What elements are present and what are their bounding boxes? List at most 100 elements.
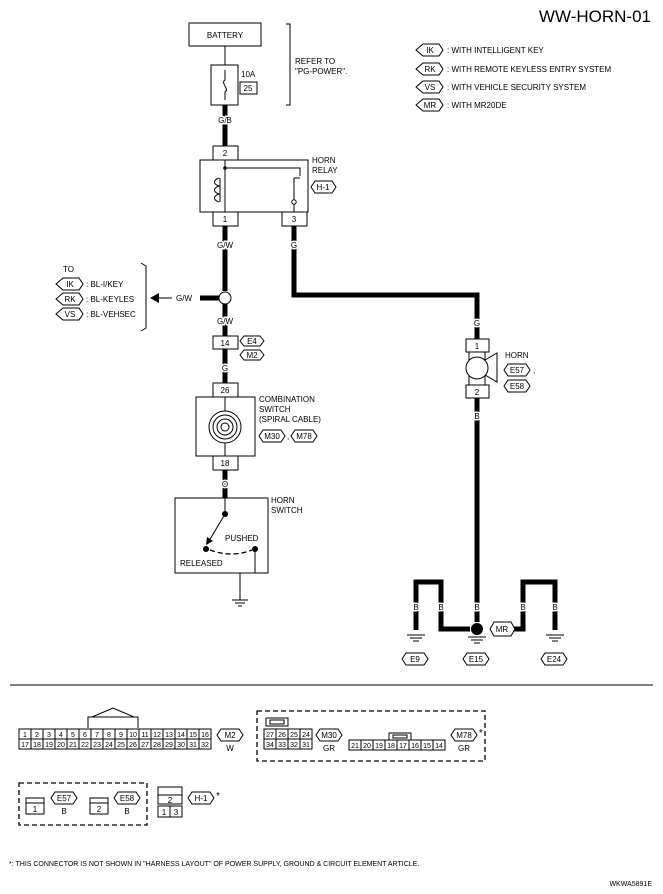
connector-pin: 26 (278, 732, 286, 739)
to-text: : BL-I/KEY (86, 280, 124, 289)
connector-pin: 14 (177, 732, 185, 739)
horn-name: HORN (505, 351, 529, 360)
e58-code: E58 (120, 794, 135, 803)
e58-color: B (124, 807, 129, 816)
comb-pin-top: 26 (221, 386, 230, 395)
connector-pin: 17 (21, 742, 29, 749)
connector-pin: 10 (129, 732, 137, 739)
splice-point (218, 291, 232, 305)
diagram-title: WW-HORN-01 (539, 7, 651, 26)
m2-code: M2 (224, 731, 236, 740)
to-tag: VS (65, 310, 76, 319)
wire-label-g-horn: G (474, 319, 480, 328)
connector-pin: 24 (302, 732, 310, 739)
e57-color: B (61, 807, 66, 816)
connector-pin: 20 (363, 743, 371, 750)
e57-code: E57 (57, 794, 72, 803)
comb-line3: (SPIRAL CABLE) (259, 415, 321, 424)
h1-star: * (216, 791, 220, 802)
connector-pin: 22 (81, 742, 89, 749)
joint-code2: M2 (246, 351, 258, 360)
e57-pin: 1 (33, 805, 38, 814)
connector-cell (299, 738, 313, 750)
connector-pin: 30 (177, 742, 185, 749)
m2-color: W (226, 744, 234, 753)
connector-pin: 16 (201, 732, 209, 739)
legend-text: : WITH VEHICLE SECURITY SYSTEM (447, 83, 586, 92)
ground-e9: E9 (410, 655, 420, 664)
connector-pin: 23 (93, 742, 101, 749)
connector-pin: 3 (47, 732, 51, 739)
connector-pin: 29 (165, 742, 173, 749)
relay-pin-right: 3 (292, 215, 297, 224)
relay-pin-left: 1 (223, 215, 228, 224)
m78-code: M78 (456, 731, 472, 740)
comb-line2: SWITCH (259, 405, 291, 414)
connector-pin: 32 (201, 742, 209, 749)
legend-text: : WITH REMOTE KEYLESS ENTRY SYSTEM (447, 65, 612, 74)
h1-top: 2 (168, 796, 173, 805)
horn-code2: E58 (510, 382, 525, 391)
wire-label-b3: B (474, 603, 479, 612)
legend: IK : WITH INTELLIGENT KEY RK : WITH REMO… (415, 43, 612, 112)
relay-name2: RELAY (312, 166, 338, 175)
connector-h1: 2 1 3 H-1 * (157, 786, 220, 818)
connector-pin: 5 (71, 732, 75, 739)
fuse-amp: 10A (241, 70, 256, 79)
connector-pin: 21 (69, 742, 77, 749)
wire-label-gw-below: G/W (217, 317, 233, 326)
relay-code: H-1 (317, 183, 330, 192)
connector-pin: 11 (141, 732, 148, 739)
legend-item: VS : WITH VEHICLE SECURITY SYSTEM (415, 80, 586, 94)
connector-pin: 24 (105, 742, 113, 749)
wire-label-b4: B (520, 603, 525, 612)
connector-pin: 15 (423, 743, 431, 750)
legend-tag: IK (426, 46, 434, 55)
connector-pin: 6 (83, 732, 87, 739)
connector-pin: 19 (45, 742, 53, 749)
joint-code1: E4 (247, 337, 257, 346)
wire-label-g-mid: G (222, 364, 228, 373)
connector-pin: 7 (95, 732, 99, 739)
horn-switch: HORN SWITCH PUSHED RELEASED (174, 496, 303, 607)
connector-pin: 27 (266, 732, 274, 739)
connector-pin: 31 (189, 742, 197, 749)
mr-tag: MR (496, 625, 509, 634)
e58-pin: 2 (97, 805, 102, 814)
m78-color: GR (458, 744, 470, 753)
wire-label-b-horn: B (474, 412, 479, 421)
wire-label-b5: B (552, 603, 557, 612)
connector-pin: 9 (119, 732, 123, 739)
refer-bracket (286, 23, 291, 106)
ground-e24: E24 (547, 655, 562, 664)
horn-switch-line1: HORN (271, 496, 295, 505)
connector-pin: 20 (57, 742, 65, 749)
arrow-left (150, 293, 159, 303)
horn-switch-pushed: PUSHED (225, 534, 259, 543)
joint-pin: 14 (221, 339, 230, 348)
footnote: *: THIS CONNECTOR IS NOT SHOWN IN "HARNE… (9, 861, 419, 868)
connector-group-m30-m78 (256, 710, 486, 762)
legend-item: IK : WITH INTELLIGENT KEY (415, 43, 544, 57)
horn-relay: 2 1 3 HORN RELAY H-1 (199, 145, 338, 227)
wire-label-b1: B (413, 603, 418, 612)
to-bracket (140, 262, 147, 332)
wire-label-gb: G/B (218, 116, 232, 125)
connector-pin: 27 (141, 742, 149, 749)
to-tag: IK (66, 280, 74, 289)
ground-e15: E15 (469, 655, 484, 664)
to-label: TO (63, 265, 74, 274)
wire-label-b2: B (438, 603, 443, 612)
connector-pin: 2 (35, 732, 39, 739)
connector-pin: 4 (59, 732, 63, 739)
comb-code1: M30 (264, 432, 280, 441)
wire-label-o: O (222, 480, 228, 489)
legend-text: : WITH MR20DE (447, 101, 507, 110)
relay-pin-top: 2 (223, 149, 228, 158)
horn-sep: , (533, 366, 535, 375)
